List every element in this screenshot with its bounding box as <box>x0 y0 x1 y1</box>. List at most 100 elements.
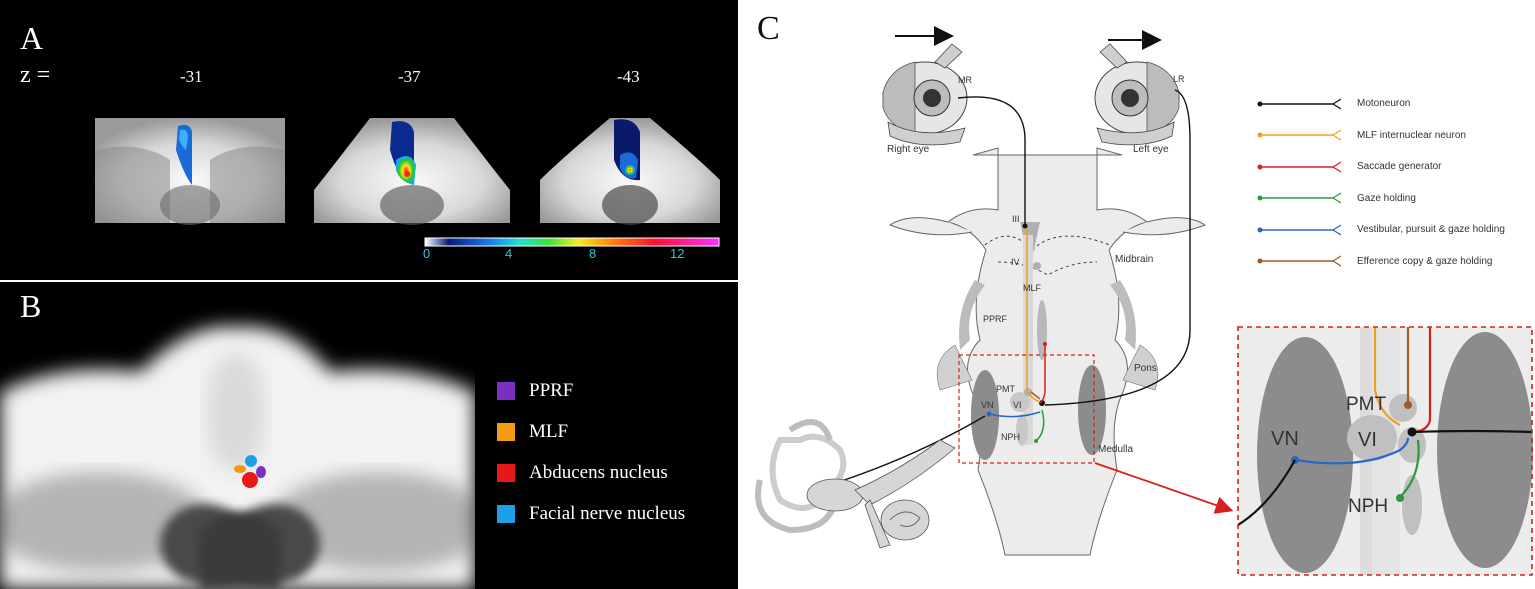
legend-label: Saccade generator <box>1357 161 1442 173</box>
colorbar-tick-4: 4 <box>505 246 513 261</box>
legend-line-mlf <box>1257 129 1341 141</box>
legend-label: Efference copy & gaze holding <box>1357 255 1493 267</box>
inset-label-vi: VI <box>1358 429 1377 451</box>
nucleus-iv <box>1033 262 1041 270</box>
legend-swatch <box>497 504 515 523</box>
slice-1-image <box>95 118 285 225</box>
panel-c-letter: C <box>757 10 780 47</box>
legend-label: Vestibular, pursuit & gaze holding <box>1357 224 1505 236</box>
right-eye <box>882 43 968 146</box>
label-vi: VI <box>1013 400 1022 410</box>
legend-label: Gaze holding <box>1357 192 1416 204</box>
inset-vn-left <box>1257 337 1353 573</box>
label-mlf: MLF <box>1023 283 1042 293</box>
legend-label: Abducens nucleus <box>529 461 668 483</box>
nuclei-dots <box>234 455 266 488</box>
axial-slice-image <box>0 326 475 589</box>
pprf-dot <box>256 466 266 478</box>
legend-item-mlf: MLF <box>497 411 685 452</box>
slice-2-image <box>314 118 510 225</box>
legend-label: PPRF <box>529 379 574 401</box>
inset-pmt <box>1389 394 1417 422</box>
panel-a-letter: A <box>20 20 44 56</box>
slice-label-2: -37 <box>398 67 421 86</box>
colorbar-tick-8: 8 <box>589 246 597 261</box>
legend-item-vestibular: Vestibular, pursuit & gaze holding <box>1256 214 1505 246</box>
colorbar-tick-12: 12 <box>670 246 685 261</box>
legend-item-pprf: PPRF <box>497 370 685 411</box>
label-left-eye: Left eye <box>1133 144 1169 155</box>
motoneuron-mr-path <box>957 96 1026 225</box>
legend-item-motoneuron: Motoneuron <box>1256 88 1505 120</box>
label-pons: Pons <box>1134 363 1157 374</box>
legend-item-abducens: Abducens nucleus <box>497 452 685 493</box>
legend-label: MLF <box>529 420 569 442</box>
legend-item-saccade: Saccade generator <box>1256 151 1505 183</box>
mlf-dot <box>234 465 246 473</box>
panel-b-legend: PPRF MLF Abducens nucleus Facial nerve n… <box>497 370 685 534</box>
label-right-eye: Right eye <box>887 144 930 155</box>
legend-line-vestibular <box>1257 224 1341 236</box>
vi-region <box>1010 392 1030 412</box>
label-pmt: PMT <box>996 384 1016 394</box>
inset-label-nph: NPH <box>1348 496 1388 517</box>
label-iv: IV <box>1011 257 1020 267</box>
left-eye <box>1094 43 1180 146</box>
vn-region <box>971 370 999 460</box>
label-vn: VN <box>981 400 994 410</box>
label-pprf: PPRF <box>983 314 1008 324</box>
inset-label-vn: VN <box>1271 428 1299 450</box>
mlf-band <box>1023 235 1033 445</box>
legend-label: Facial nerve nucleus <box>529 502 686 524</box>
legend-label: Motoneuron <box>1357 98 1411 110</box>
label-iii: III <box>1012 214 1020 224</box>
slice-label-1: -31 <box>180 67 203 86</box>
inset-label-pmt: PMT <box>1346 394 1387 415</box>
inset-border <box>1237 326 1533 576</box>
legend-item-efference: Efference copy & gaze holding <box>1256 246 1505 278</box>
colorbar-tick-0: 0 <box>423 246 431 261</box>
legend-swatch <box>497 463 515 482</box>
z-label: z = <box>20 62 51 88</box>
abducens-nucleus-dot <box>242 472 258 488</box>
inner-ear-illustration <box>755 419 956 549</box>
inset-panel <box>1237 326 1533 576</box>
label-mr: MR <box>958 75 972 85</box>
legend-swatch <box>497 422 515 441</box>
legend-item-mlf-internuclear: MLF internuclear neuron <box>1256 120 1505 152</box>
legend-swatch <box>497 381 515 400</box>
efference-copy-path <box>1030 391 1041 400</box>
legend-line-saccade <box>1257 161 1341 173</box>
brainstem-outline <box>946 147 1149 556</box>
gaze-holding-path <box>1036 409 1045 441</box>
label-midbrain: Midbrain <box>1115 254 1153 265</box>
label-medulla: Medulla <box>1098 444 1133 455</box>
vestibular-path <box>988 411 1041 418</box>
inset-vi <box>1347 415 1397 461</box>
panel-b-letter: B <box>20 288 42 324</box>
nph-region <box>1016 414 1028 446</box>
slice-3-image <box>540 118 720 225</box>
panel-c-legend: Motoneuron MLF internuclear neuron Sacca… <box>1256 88 1505 277</box>
label-lr: LR <box>1173 74 1185 84</box>
legend-line-motoneuron <box>1257 98 1341 110</box>
colorbar <box>424 237 720 247</box>
inset-pointer-arrow <box>1094 462 1234 514</box>
legend-item-gaze-holding: Gaze holding <box>1256 183 1505 215</box>
legend-item-facial: Facial nerve nucleus <box>497 493 685 534</box>
inset-nph <box>1402 475 1422 535</box>
facial-nerve-nucleus-dot <box>245 455 257 467</box>
legend-label: MLF internuclear neuron <box>1357 129 1466 141</box>
slice-label-3: -43 <box>617 67 640 86</box>
panel-c-diagram: MR LR Right eye Left eye III IV MLF Midb… <box>755 26 1533 576</box>
motoneuron-lr-path <box>1044 89 1191 406</box>
colorbar-ticks: 0 4 8 12 <box>423 246 721 266</box>
inset-source-box <box>958 354 1095 464</box>
legend-line-efference <box>1257 255 1341 267</box>
vn-right-region <box>1078 365 1106 455</box>
saccade-generator-path <box>1039 345 1046 404</box>
mlf-internuclear-path <box>1026 228 1041 403</box>
legend-line-gaze <box>1257 192 1341 204</box>
slice-images <box>95 118 720 247</box>
inset-vn-right <box>1437 332 1533 568</box>
